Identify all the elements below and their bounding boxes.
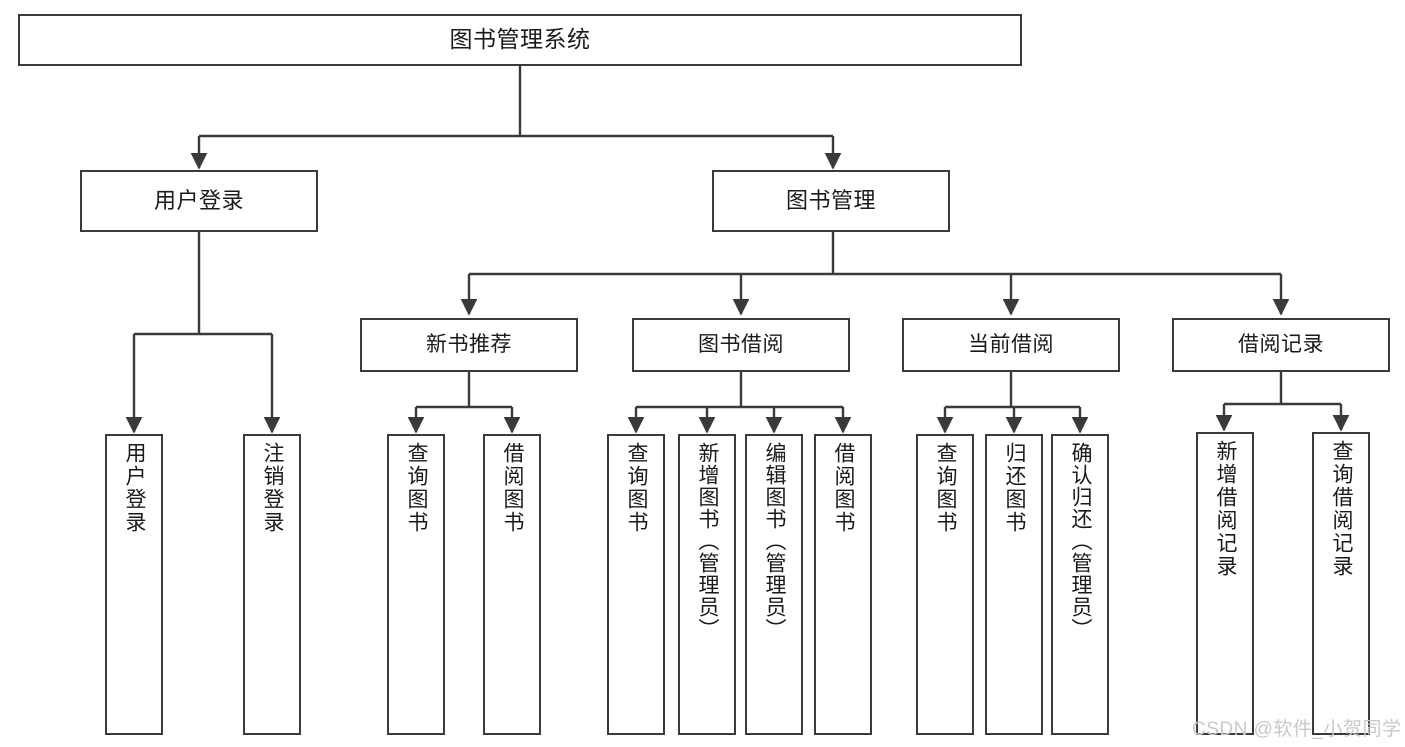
node-label: 用户登录 xyxy=(123,442,147,534)
node-label: 确认归还（管理员） xyxy=(1069,442,1093,640)
leaf-borrow-borrow-book[interactable]: 借阅图书 xyxy=(814,434,872,735)
node-borrow-record[interactable]: 借阅记录 xyxy=(1172,318,1390,372)
node-label: 编辑图书（管理员） xyxy=(763,442,787,640)
node-label: 新书推荐 xyxy=(426,332,512,356)
leaf-user-logout[interactable]: 注销登录 xyxy=(243,434,301,735)
node-label: 借阅记录 xyxy=(1238,332,1324,356)
node-book-management[interactable]: 图书管理 xyxy=(712,170,950,232)
node-book-borrow[interactable]: 图书借阅 xyxy=(632,318,850,372)
node-label: 用户登录 xyxy=(153,188,244,214)
leaf-current-return-book[interactable]: 归还图书 xyxy=(985,434,1043,735)
node-label: 图书管理系统 xyxy=(449,26,591,53)
node-root-system[interactable]: 图书管理系统 xyxy=(18,14,1022,66)
leaf-record-query-record[interactable]: 查询借阅记录 xyxy=(1312,432,1370,735)
node-current-borrow[interactable]: 当前借阅 xyxy=(902,318,1120,372)
node-label: 当前借阅 xyxy=(968,332,1054,356)
node-label: 归还图书 xyxy=(1003,442,1027,534)
leaf-recommend-borrow-book[interactable]: 借阅图书 xyxy=(483,434,541,735)
leaf-record-add-record[interactable]: 新增借阅记录 xyxy=(1196,432,1254,735)
node-new-book-recommend[interactable]: 新书推荐 xyxy=(360,318,578,372)
node-label: 图书借阅 xyxy=(698,332,784,356)
csdn-watermark: CSDN @软件_小贺同学 xyxy=(1192,719,1402,740)
leaf-recommend-query-book[interactable]: 查询图书 xyxy=(387,434,445,735)
node-label: 注销登录 xyxy=(261,442,285,534)
leaf-borrow-add-book-admin[interactable]: 新增图书（管理员） xyxy=(678,434,736,735)
node-label: 查询图书 xyxy=(625,442,649,534)
leaf-current-query-book[interactable]: 查询图书 xyxy=(916,434,974,735)
leaf-borrow-query-book[interactable]: 查询图书 xyxy=(607,434,665,735)
node-label: 查询图书 xyxy=(934,442,958,534)
node-label: 查询图书 xyxy=(405,442,429,534)
leaf-borrow-edit-book-admin[interactable]: 编辑图书（管理员） xyxy=(745,434,803,735)
leaf-user-login[interactable]: 用户登录 xyxy=(105,434,163,735)
node-label: 新增借阅记录 xyxy=(1214,440,1238,578)
node-label: 查询借阅记录 xyxy=(1330,440,1354,578)
node-label: 借阅图书 xyxy=(832,442,856,534)
leaf-current-confirm-return-admin[interactable]: 确认归还（管理员） xyxy=(1051,434,1109,735)
node-user-login[interactable]: 用户登录 xyxy=(80,170,318,232)
node-label: 借阅图书 xyxy=(501,442,525,534)
node-label: 图书管理 xyxy=(785,188,876,214)
node-label: 新增图书（管理员） xyxy=(696,442,720,640)
